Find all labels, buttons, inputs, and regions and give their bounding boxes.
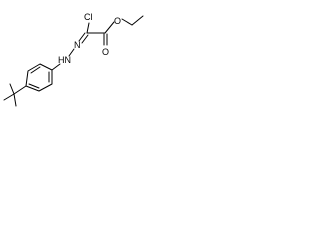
- imine-nitrogen-label: N: [74, 40, 81, 50]
- n-c-double-bond-a: [78, 32, 86, 42]
- ester-o-bond: [104, 21, 115, 34]
- c-cl-bond: [86, 22, 90, 34]
- ethyl-bond-1: [121, 18, 133, 26]
- ring-nh-bond: [51, 63, 61, 71]
- structure-diagram: Cl O O N HN: [3, 12, 144, 107]
- benzene-double-bond-3: [28, 83, 40, 89]
- amine-nitrogen-label: HN: [58, 55, 71, 65]
- ethyl-bond-2: [131, 15, 144, 26]
- carbonyl-oxygen-label: O: [102, 47, 109, 57]
- nh-n-bond: [68, 48, 75, 57]
- n-c-double-bond-b: [81, 34, 89, 44]
- chlorine-label: Cl: [84, 12, 93, 22]
- ester-oxygen-label: O: [114, 16, 121, 26]
- benzene-double-bond-1: [30, 66, 41, 74]
- tbutyl-methyl-left-bond: [3, 93, 15, 101]
- tbutyl-ring-bond: [13, 85, 27, 95]
- tbutyl-methyl-up-bond: [9, 83, 15, 95]
- tbutyl-methyl-down-bond: [13, 93, 17, 107]
